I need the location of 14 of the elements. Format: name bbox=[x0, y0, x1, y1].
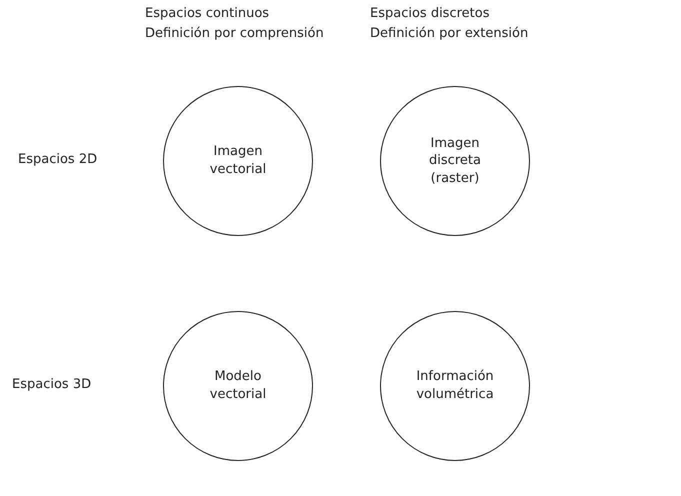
node-label: Imagen discreta (raster) bbox=[428, 134, 482, 188]
row-heading: Espacios 3D bbox=[12, 377, 92, 392]
node-label: Imagen vectorial bbox=[208, 143, 268, 179]
circle-node bbox=[163, 311, 313, 461]
column-heading: Definición por extensión bbox=[370, 26, 528, 41]
circle-node bbox=[380, 86, 530, 236]
column-heading: Espacios discretos bbox=[370, 6, 490, 21]
node-label: Modelo vectorial bbox=[208, 368, 268, 404]
column-heading: Definición por comprensión bbox=[145, 26, 324, 41]
row-heading: Espacios 2D bbox=[18, 152, 98, 167]
column-heading: Espacios continuos bbox=[145, 6, 270, 21]
node-label: Información volumétrica bbox=[415, 368, 495, 404]
circle-node bbox=[163, 86, 313, 236]
circle-node bbox=[380, 311, 530, 461]
